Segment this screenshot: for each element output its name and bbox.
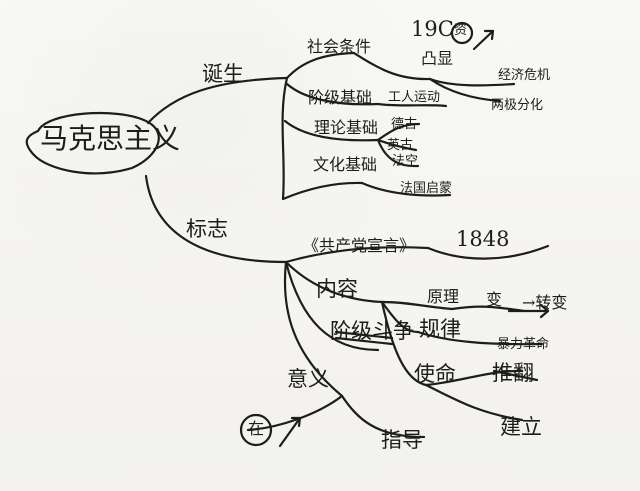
significance-to-in: [246, 394, 344, 432]
theory-to-english: [376, 138, 418, 152]
detail-polarization: 两极分化: [491, 98, 544, 113]
theory-to-german: [376, 122, 421, 142]
social-to-prominent: [352, 51, 432, 81]
struggle-strike: [334, 330, 394, 340]
detail-french: 法空: [392, 154, 419, 169]
content-node: 内容: [316, 277, 358, 301]
content-to-law: [380, 300, 420, 334]
in-circle: [239, 413, 273, 447]
arrow-up-right-top: [472, 29, 495, 51]
detail-german: 德古: [391, 117, 418, 132]
class-to-workers: [376, 102, 448, 108]
mission-to-build: [424, 383, 524, 422]
content-struggle: 阶级斗争: [330, 319, 414, 343]
symbol-to-manifesto: [284, 246, 430, 264]
birth-to-theory: [283, 119, 380, 142]
prominent-to-economic: [428, 77, 516, 87]
law-to-violence: [416, 330, 544, 346]
birth-to-social: [285, 51, 356, 80]
detail-prominent: 凸显: [421, 49, 454, 68]
detail-english: 英古: [387, 138, 414, 153]
arrow-left-bottom: [278, 416, 302, 448]
content-overthrow: 推翻: [492, 361, 534, 385]
theory-to-french: [376, 138, 420, 168]
branch-birth: 诞生: [202, 62, 244, 86]
symbol-to-significance: [283, 260, 344, 398]
arrow-change-head: [539, 303, 550, 319]
detail-capital: 资: [454, 23, 468, 38]
prominent-to-polarization: [428, 77, 502, 103]
manifesto-year: 1848: [456, 227, 510, 251]
content-trunk: [284, 260, 384, 304]
content-to-mission: [380, 300, 428, 387]
struggle-strike-2: [334, 336, 394, 346]
manifesto-to-1848: [426, 244, 550, 260]
detail-century: 19C: [411, 17, 454, 41]
birth-theory: 理论基础: [314, 118, 379, 137]
content-to-principle: [380, 300, 454, 311]
root-node: 马克思主义: [40, 122, 181, 155]
detail-french-enlightenment: 法国启蒙: [400, 181, 453, 196]
birth-class: 阶级基础: [308, 88, 373, 107]
significance-to-guidance: [340, 394, 426, 439]
root-bubble-outline: [25, 111, 160, 175]
detail-workers-movement: 工人运动: [388, 90, 441, 105]
detail-economic-crisis: 经济危机: [498, 68, 551, 83]
content-change-arrow: →转变: [522, 293, 568, 312]
content-mission: 使命: [414, 362, 456, 386]
overthrow-strike: [492, 369, 539, 382]
content-change: 变: [486, 290, 503, 309]
guidance-node: 指导: [381, 428, 423, 452]
content-to-struggle: [284, 260, 380, 352]
manifesto-title: 《共产党宣言》: [303, 236, 416, 255]
significance-node: 意义: [287, 367, 329, 391]
mission-to-overthrow: [424, 369, 524, 387]
birth-branch-line: [146, 76, 289, 125]
in-circle-text: 在: [248, 419, 265, 438]
capital-circle: [450, 21, 474, 45]
arrow-up-right-top-head: [483, 29, 495, 41]
content-build: 建立: [500, 415, 542, 439]
birth-to-class: [285, 82, 380, 106]
content-violence: 暴力革命: [497, 337, 550, 352]
content-principle: 原理: [427, 287, 460, 306]
content-law: 规律: [419, 317, 461, 341]
birth-to-culture: [281, 181, 364, 201]
branch-symbol: 标志: [186, 217, 228, 241]
arrow-left-bottom-head: [290, 416, 302, 428]
birth-social: 社会条件: [307, 37, 372, 56]
symbol-branch-line: [144, 174, 288, 264]
birth-vertical-trunk: [281, 76, 289, 201]
culture-to-enlightenment: [360, 181, 452, 197]
birth-culture: 文化基础: [313, 155, 378, 174]
